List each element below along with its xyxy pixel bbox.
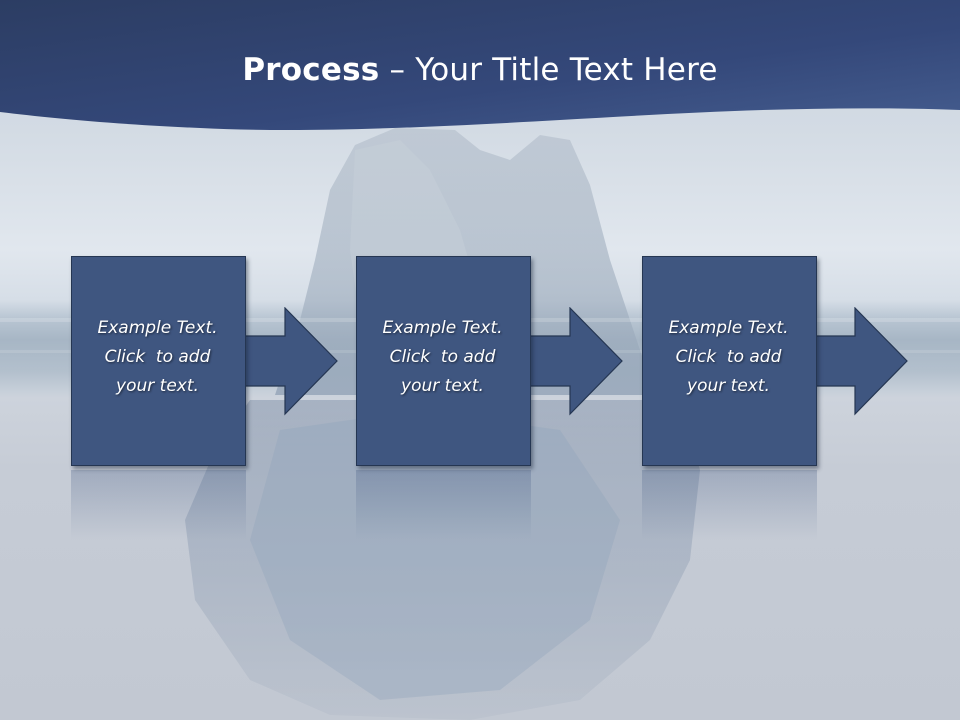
- arrow-right-icon: [243, 307, 338, 416]
- process-step-1[interactable]: Example Text. Click to add your text.: [71, 256, 246, 466]
- step-box[interactable]: [642, 256, 817, 466]
- step-text-line-2: Click to add: [389, 347, 496, 367]
- title-bold-part: Process: [242, 52, 380, 88]
- step-text-line-1: Example Text.: [668, 318, 789, 338]
- step-text[interactable]: Example Text. Click to add your text.: [356, 314, 529, 401]
- step-3-reflection: [642, 470, 817, 540]
- process-step-3[interactable]: Example Text. Click to add your text.: [642, 256, 817, 466]
- arrow-right-icon: [528, 307, 623, 416]
- step-text[interactable]: Example Text. Click to add your text.: [642, 314, 815, 401]
- step-text-line-3: your text.: [687, 376, 770, 396]
- step-text-line-1: Example Text.: [97, 318, 218, 338]
- step-text-line-1: Example Text.: [382, 318, 503, 338]
- arrow-right-icon: [813, 307, 908, 416]
- slide-title[interactable]: Process – Your Title Text Here: [0, 52, 960, 88]
- step-text-line-2: Click to add: [104, 347, 211, 367]
- step-2-reflection: [356, 470, 531, 540]
- step-text-line-2: Click to add: [675, 347, 782, 367]
- step-text-line-3: your text.: [401, 376, 484, 396]
- process-step-2[interactable]: Example Text. Click to add your text.: [356, 256, 531, 466]
- step-text-line-3: your text.: [116, 376, 199, 396]
- title-rest-part: – Your Title Text Here: [379, 52, 718, 88]
- step-1-reflection: [71, 470, 246, 540]
- step-box[interactable]: [71, 256, 246, 466]
- step-box[interactable]: [356, 256, 531, 466]
- header-band: [0, 0, 960, 131]
- step-text[interactable]: Example Text. Click to add your text.: [71, 314, 244, 401]
